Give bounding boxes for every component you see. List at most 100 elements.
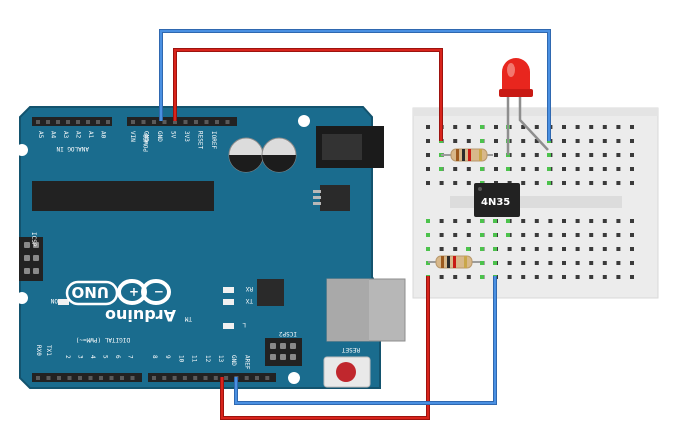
breadboard-hole <box>507 247 512 251</box>
breadboard-hole <box>589 261 594 265</box>
header-pin <box>173 120 177 124</box>
header-pin <box>265 376 270 380</box>
mounting-hole <box>16 144 28 156</box>
breadboard-hole <box>548 233 553 237</box>
logo-plus: + <box>129 285 139 299</box>
header-pin <box>88 376 93 380</box>
icsp-pin <box>280 343 286 349</box>
breadboard-hole <box>602 167 607 171</box>
breadboard-hole <box>630 233 634 237</box>
breadboard-hole <box>562 139 566 143</box>
rx0-label: RX0 <box>35 345 42 356</box>
connected-hole <box>426 247 430 251</box>
header-pin <box>194 120 198 124</box>
header-pin <box>96 120 100 124</box>
breadboard-hole <box>602 181 607 185</box>
connected-hole <box>480 261 484 265</box>
breadboard-hole <box>616 247 621 251</box>
breadboard-hole <box>630 261 634 265</box>
digital-pin-label: 12 <box>204 355 211 363</box>
breadboard-hole <box>630 167 634 171</box>
breadboard-hole <box>521 219 526 223</box>
digital-pin-label: 13 <box>217 355 224 363</box>
digital-header-low <box>32 373 142 382</box>
breadboard-hole <box>521 181 526 185</box>
header-pin <box>76 120 80 124</box>
breadboard-hole <box>616 181 621 185</box>
power-pin-label: GND <box>143 131 150 142</box>
breadboard-hole <box>616 275 621 279</box>
header-pin <box>131 120 135 124</box>
breadboard-hole <box>507 275 512 279</box>
icsp-pin <box>33 255 39 261</box>
breadboard-hole <box>575 167 580 171</box>
breadboard-hole <box>534 125 539 129</box>
connected-hole <box>480 247 484 251</box>
connected-hole <box>480 219 484 223</box>
breadboard-hole <box>616 219 621 223</box>
header-pin <box>46 376 51 380</box>
connected-hole <box>480 125 484 129</box>
breadboard-hole <box>630 219 634 223</box>
digital-pin-label: 9 <box>164 355 171 359</box>
analog-pin-label: A0 <box>100 131 107 139</box>
arduino-uno-board: Arduino TM UNO − + DIGITAL (PWM=~) ANALO… <box>16 106 406 389</box>
breadboard-hole <box>589 139 594 143</box>
connected-hole <box>547 181 551 185</box>
breadboard-hole <box>521 139 526 143</box>
4n35-optocoupler: 4N35 <box>474 183 520 217</box>
connected-hole <box>506 219 510 223</box>
header-pin <box>141 120 146 124</box>
silkscreen-labels: DIGITAL (PWM=~) ANALOG IN ICSP ICSP2 ON … <box>30 134 360 353</box>
header-pin <box>152 120 156 124</box>
reset-button[interactable] <box>323 356 371 388</box>
breadboard-hole <box>616 125 621 129</box>
connected-hole <box>426 219 430 223</box>
breadboard-hole <box>466 275 471 279</box>
connected-hole <box>493 233 497 237</box>
breadboard-hole <box>426 153 430 157</box>
breadboard-hole <box>534 275 539 279</box>
resistor-top <box>441 148 493 162</box>
connected-hole <box>506 167 510 171</box>
icsp-pin <box>24 268 30 274</box>
digital-pin-label: 4 <box>89 355 96 359</box>
on-led <box>58 299 69 305</box>
digital-pin-label: 8 <box>151 355 158 359</box>
breadboard-hole <box>630 153 634 157</box>
header-pin <box>130 376 135 380</box>
breadboard-hole <box>466 167 471 171</box>
digital-pin-label: 6 <box>114 355 121 359</box>
breadboard-hole <box>602 219 607 223</box>
header-pin <box>183 120 188 124</box>
breadboard-hole <box>602 275 607 279</box>
header-pin <box>57 376 61 380</box>
power-label: POWER <box>143 134 150 152</box>
connected-hole <box>547 153 551 157</box>
tm-label: TM <box>184 315 192 322</box>
digital-pin-label: 5 <box>102 355 109 359</box>
mounting-hole <box>16 292 28 304</box>
breadboard-hole <box>453 125 458 129</box>
breadboard-hole <box>494 153 498 157</box>
breadboard-hole <box>548 261 553 265</box>
power-pin-label: IOREF <box>210 131 217 149</box>
header-pin <box>182 376 187 380</box>
connected-hole <box>493 261 497 265</box>
infinity-logo-icon <box>117 279 171 305</box>
breadboard-hole <box>521 167 526 171</box>
icsp-pin <box>290 343 296 349</box>
header-pin <box>203 376 208 380</box>
wire-blue-bottom-highlight <box>235 276 496 404</box>
optocoupler-label: 4N35 <box>481 197 510 208</box>
on-label: ON <box>50 297 58 304</box>
wire-red-top-highlight <box>174 49 442 141</box>
breadboard-hole <box>534 139 539 143</box>
logo-glyphs: − + <box>129 285 164 299</box>
header-pin <box>106 120 110 124</box>
breadboard-hole <box>453 181 458 185</box>
voltage-regulator <box>320 185 350 211</box>
breadboard-hole <box>426 139 430 143</box>
power-pin-label: VIN <box>129 131 136 142</box>
breadboard-hole <box>589 233 594 237</box>
